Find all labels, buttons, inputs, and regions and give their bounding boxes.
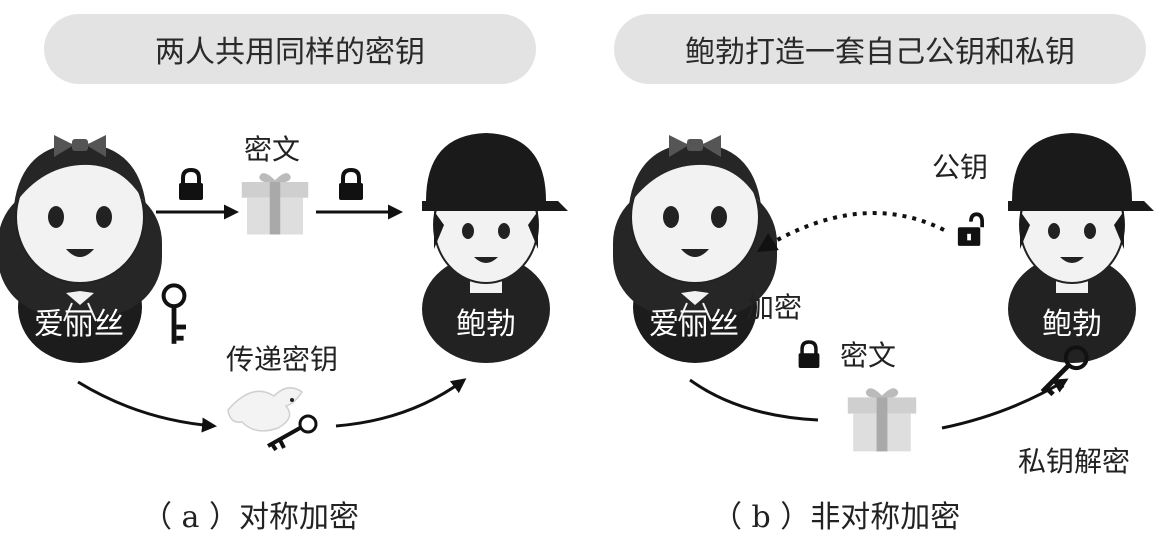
dove-with-key-icon <box>227 387 318 452</box>
caption-symmetric: （ a ）对称加密 <box>142 500 359 535</box>
open-lock-icon <box>956 212 984 248</box>
header-symmetric-text: 两人共用同样的密钥 <box>155 35 425 70</box>
header-asymmetric: 鲍勃打造一套自己公钥和私钥 <box>614 14 1146 84</box>
right-curve-alice-to-gift <box>689 378 819 422</box>
left-lock-icon-1 <box>177 168 205 202</box>
transfer-key-label: 传递密钥 <box>226 343 339 376</box>
left-lock-icon-2 <box>337 168 365 202</box>
left-key-icon <box>164 285 186 343</box>
right-alice-name: 爱丽丝 <box>649 307 739 342</box>
public-key-label: 公钥 <box>932 151 989 184</box>
header-asymmetric-text: 鲍勃打造一套自己公钥和私钥 <box>685 35 1075 70</box>
caption-asymmetric: （ b ）非对称加密 <box>712 500 961 535</box>
left-ciphertext-label: 密文 <box>244 133 301 166</box>
right-ciphertext-label: 密文 <box>840 339 897 372</box>
public-key-dotted-arrow <box>756 211 945 253</box>
left-alice-name: 爱丽丝 <box>34 307 124 342</box>
right-bob-name: 鲍勃 <box>1042 307 1102 342</box>
right-lock-icon <box>796 340 822 370</box>
left-gift-icon <box>241 173 309 235</box>
header-symmetric: 两人共用同样的密钥 <box>44 14 536 84</box>
left-curve-to-bob <box>335 378 467 428</box>
encrypt-label: 加密 <box>746 291 803 324</box>
left-bob-name: 鲍勃 <box>456 307 516 342</box>
private-key-decrypt-label: 私钥解密 <box>1018 445 1131 478</box>
right-curve-gift-to-bob <box>941 378 1069 430</box>
left-curve-to-dove <box>77 380 217 433</box>
right-gift-icon <box>847 388 917 452</box>
